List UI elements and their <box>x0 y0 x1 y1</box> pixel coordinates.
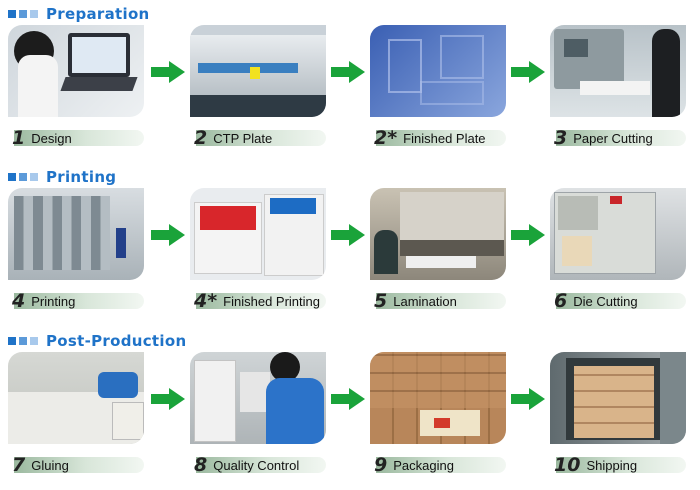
step-caption: 2 CTP Plate <box>190 127 326 149</box>
ctp-plate-photo <box>190 25 326 117</box>
step-number: 7 <box>12 454 25 476</box>
title-square-icon <box>8 337 16 345</box>
step-label: CTP Plate <box>213 131 272 146</box>
step-label: Shipping <box>586 458 637 473</box>
title-square-icon <box>8 173 16 181</box>
step-number: 6 <box>554 290 567 312</box>
section-title-text: Printing <box>46 168 116 186</box>
gluing-photo <box>8 352 144 444</box>
step-caption: 5 Lamination <box>370 290 506 312</box>
section-title-printing: Printing <box>8 168 116 186</box>
step-number: 8 <box>194 454 207 476</box>
step-caption: 7 Gluing <box>8 454 144 476</box>
step-number: 5 <box>374 290 387 312</box>
arrow-right-icon <box>511 224 545 246</box>
arrow-right-icon <box>511 61 545 83</box>
step-caption: 9 Packaging <box>370 454 506 476</box>
step-caption: 4 Printing <box>8 290 144 312</box>
step-label: Finished Printing <box>223 294 320 309</box>
step-number: 3 <box>554 127 567 149</box>
lamination-photo <box>370 188 506 280</box>
step-caption: 4* Finished Printing <box>190 290 326 312</box>
title-square-icon <box>30 173 38 181</box>
step-label: Lamination <box>393 294 457 309</box>
step-caption: 3 Paper Cutting <box>550 127 686 149</box>
arrow-right-icon <box>151 224 185 246</box>
step-number: 2 <box>194 127 207 149</box>
title-square-icon <box>19 337 27 345</box>
arrow-right-icon <box>331 224 365 246</box>
step-caption: 2* Finished Plate <box>370 127 506 149</box>
step-label: Printing <box>31 294 75 309</box>
step-number: 9 <box>374 454 387 476</box>
section-title-post-production: Post-Production <box>8 332 186 350</box>
die-cutting-photo <box>550 188 686 280</box>
title-square-icon <box>8 10 16 18</box>
finished-plate-photo <box>370 25 506 117</box>
step-caption: 10 Shipping <box>550 454 686 476</box>
title-square-icon <box>19 173 27 181</box>
arrow-right-icon <box>511 388 545 410</box>
printing-photo <box>8 188 144 280</box>
title-square-icon <box>30 10 38 18</box>
paper-cutting-photo <box>550 25 686 117</box>
title-square-icon <box>30 337 38 345</box>
step-label: Design <box>31 131 71 146</box>
step-caption: 8 Quality Control <box>190 454 326 476</box>
finished-printing-photo <box>190 188 326 280</box>
step-caption: 6 Die Cutting <box>550 290 686 312</box>
step-label: Paper Cutting <box>573 131 653 146</box>
section-title-text: Post-Production <box>46 332 186 350</box>
step-number: 10 <box>554 454 580 476</box>
arrow-right-icon <box>331 388 365 410</box>
step-number: 4* <box>194 290 217 312</box>
section-title-text: Preparation <box>46 5 150 23</box>
step-number: 1 <box>12 127 25 149</box>
step-label: Finished Plate <box>403 131 485 146</box>
step-label: Packaging <box>393 458 454 473</box>
arrow-right-icon <box>151 388 185 410</box>
packaging-photo <box>370 352 506 444</box>
design-photo <box>8 25 144 117</box>
step-label: Gluing <box>31 458 69 473</box>
step-label: Quality Control <box>213 458 299 473</box>
section-title-preparation: Preparation <box>8 5 150 23</box>
step-number: 4 <box>12 290 25 312</box>
step-label: Die Cutting <box>573 294 637 309</box>
quality-control-photo <box>190 352 326 444</box>
arrow-right-icon <box>331 61 365 83</box>
arrow-right-icon <box>151 61 185 83</box>
shipping-photo <box>550 352 686 444</box>
step-number: 2* <box>374 127 397 149</box>
title-square-icon <box>19 10 27 18</box>
step-caption: 1 Design <box>8 127 144 149</box>
